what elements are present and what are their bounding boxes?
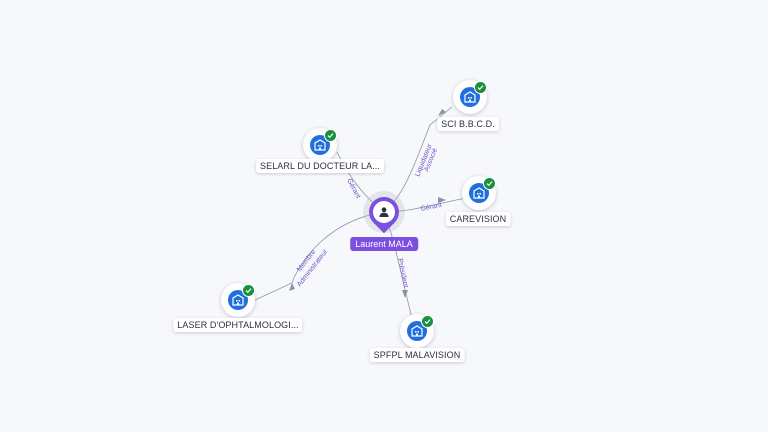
verified-check-icon — [242, 284, 255, 297]
company-node-spfpl[interactable] — [400, 314, 434, 348]
company-label-sci[interactable]: SCI B.B.C.D. — [437, 117, 499, 131]
arrow-carevision — [438, 197, 446, 203]
arrow-laser — [289, 283, 295, 291]
company-node-sci[interactable] — [453, 80, 487, 114]
person-node[interactable] — [362, 190, 406, 234]
person-name-label[interactable]: Laurent MALA — [350, 237, 418, 251]
company-node-laser[interactable] — [221, 283, 255, 317]
verified-check-icon — [474, 81, 487, 94]
company-label-carevision[interactable]: CAREVISION — [445, 212, 511, 226]
relation-label-selarl: Gérant — [345, 178, 361, 200]
verified-check-icon — [421, 315, 434, 328]
edge-laser — [254, 211, 385, 301]
arrow-sci — [438, 109, 446, 116]
company-label-selarl[interactable]: SELARL DU DOCTEUR LA... — [256, 159, 384, 173]
verified-check-icon — [324, 129, 337, 142]
arrow-spfpl — [402, 290, 408, 298]
relation-label-carevision: Gérant — [420, 202, 442, 213]
company-label-laser[interactable]: LASER D'OPHTALMOLOGI... — [173, 318, 303, 332]
company-node-selarl[interactable] — [303, 128, 337, 162]
verified-check-icon — [483, 177, 496, 190]
company-node-carevision[interactable] — [462, 176, 496, 210]
company-label-spfpl[interactable]: SPFPL MALAVISION — [369, 348, 465, 362]
relation-label-spfpl: Président — [396, 258, 409, 288]
person-icon — [373, 201, 395, 223]
